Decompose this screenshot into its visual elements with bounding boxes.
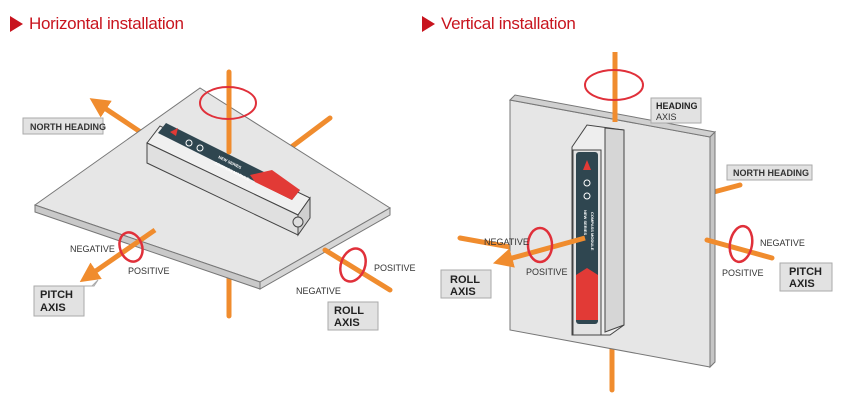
pitch-axis-line <box>704 237 775 261</box>
compass-module-horizontal: NEW SERIES COMPASS MODULE <box>146 123 311 237</box>
roll-negative-label: NEGATIVE <box>484 237 529 247</box>
horizontal-installation-heading: Horizontal installation <box>10 14 184 34</box>
pitch-negative-label: NEGATIVE <box>70 244 115 254</box>
roll-axis-label-2: AXIS <box>334 317 360 329</box>
pitch-axis-label-2: AXIS <box>40 302 66 314</box>
north-heading-callout: NORTH HEADING <box>22 117 106 135</box>
roll-axis-label-2: AXIS <box>450 286 476 298</box>
roll-axis-back <box>287 115 333 151</box>
roll-negative-label: NEGATIVE <box>296 286 341 296</box>
pitch-axis-callout: PITCH AXIS <box>779 262 833 292</box>
north-heading-label: NORTH HEADING <box>30 122 106 132</box>
roll-axis-front <box>322 247 393 293</box>
heading-rotation-icon <box>199 86 257 120</box>
roll-axis-arrow <box>492 235 586 268</box>
roll-symbol-icon <box>185 139 193 147</box>
compass-module-vertical: NEW SERIES COMPASS MODULE <box>571 124 625 336</box>
roll-positive-label: POSITIVE <box>526 267 568 277</box>
pitch-symbol-icon <box>196 144 204 152</box>
pitch-symbol-icon <box>583 192 591 200</box>
connector-icon <box>292 216 304 228</box>
vertical-panel: NEW SERIES COMPASS MODULE HEADING AXIS N… <box>440 52 833 393</box>
pitch-axis-label-2: AXIS <box>789 278 815 290</box>
pitch-positive-label: POSITIVE <box>722 268 764 278</box>
north-heading-axis-back-left <box>457 235 513 250</box>
heading-rotation-icon <box>584 69 644 101</box>
roll-rotation-icon <box>339 247 367 283</box>
roll-positive-label: POSITIVE <box>374 263 416 273</box>
play-triangle-icon <box>422 16 435 32</box>
pitch-rotation-icon <box>728 224 754 264</box>
roll-axis-callout: ROLL AXIS <box>327 301 379 331</box>
roll-axis-callout: ROLL AXIS <box>440 269 492 299</box>
pitch-axis-label-1: PITCH <box>40 289 73 301</box>
device-red-band <box>250 170 300 200</box>
heading-axis-label-1: HEADING <box>656 101 698 111</box>
pitch-rotation-icon <box>118 231 144 263</box>
vertical-installation-title: Vertical installation <box>441 14 576 33</box>
vertical-installation-heading: Vertical installation <box>422 14 576 34</box>
north-heading-callout: NORTH HEADING <box>726 164 813 181</box>
north-arrow-icon <box>583 160 591 170</box>
heading-axis-callout: HEADING AXIS <box>650 97 702 124</box>
play-triangle-icon <box>10 16 23 32</box>
horizontal-installation-title: Horizontal installation <box>29 14 184 33</box>
north-heading-label: NORTH HEADING <box>733 168 809 178</box>
device-text-2: COMPASS MODULE <box>590 212 595 251</box>
horizontal-panel: NEW SERIES COMPASS MODULE NORTH HEADING … <box>22 69 416 331</box>
pitch-axis-callout: PITCH AXIS <box>33 279 99 317</box>
device-red-band <box>576 268 598 320</box>
north-arrow-icon <box>170 128 178 136</box>
roll-symbol-icon <box>583 179 591 187</box>
roll-axis-label-1: ROLL <box>450 274 480 286</box>
pitch-axis-label-1: PITCH <box>789 266 822 278</box>
device-text-1: NEW SERIES <box>583 210 588 235</box>
pitch-positive-label: POSITIVE <box>128 266 170 276</box>
heading-axis-label-2: AXIS <box>656 112 677 122</box>
roll-rotation-icon <box>526 226 554 264</box>
pitch-negative-label: NEGATIVE <box>760 238 805 248</box>
roll-axis-label-1: ROLL <box>334 305 364 317</box>
